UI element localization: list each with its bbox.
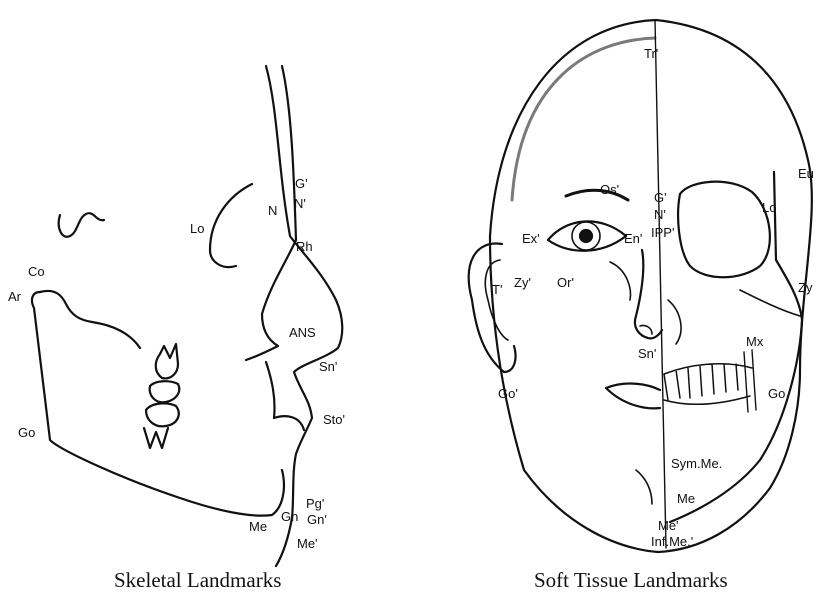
profile-outer — [266, 66, 342, 566]
skull-zygoma — [740, 290, 800, 316]
label-en-prime: En' — [624, 231, 642, 246]
label-go-face: Go — [768, 386, 785, 401]
label-ipp-prime: IPP' — [651, 225, 674, 240]
label-gn-prime: Gn' — [307, 512, 327, 527]
label-pg-prime: Pg' — [306, 496, 324, 511]
label-mx: Mx — [746, 334, 764, 349]
label-lo: Lo — [190, 221, 204, 236]
right-ear-inner — [485, 260, 508, 340]
label-n-prime: N' — [294, 196, 306, 211]
label-ar: Ar — [8, 289, 22, 304]
caption-soft-tissue: Soft Tissue Landmarks — [534, 568, 728, 593]
soft-tissue-labels: Tr' Os' G' N' Ex' En' IPP' Lo Eu T' Zy' … — [492, 46, 814, 549]
orbit-curve — [210, 184, 252, 267]
midline — [655, 20, 666, 548]
label-sym-me: Sym.Me. — [671, 456, 722, 471]
label-zy-prime: Zy' — [514, 275, 531, 290]
label-t-prime: T' — [492, 282, 502, 297]
label-or-prime: Or' — [557, 275, 574, 290]
label-n: N — [268, 203, 277, 218]
label-ans: ANS — [289, 325, 316, 340]
chin-shade — [636, 470, 652, 504]
label-go-prime: Go' — [498, 386, 518, 401]
nose-bridge — [635, 250, 662, 338]
skull-jaw-ridge — [744, 350, 756, 412]
label-rh: Rh — [296, 239, 313, 254]
label-eu: Eu — [798, 166, 814, 181]
label-me: Me — [249, 519, 267, 534]
label-g-prime: G' — [295, 176, 308, 191]
label-tr-prime: Tr' — [644, 46, 658, 61]
label-sn-prime: Sn' — [319, 359, 337, 374]
label-go: Go — [18, 425, 35, 440]
label-inf-me: Inf.Me.' — [651, 534, 693, 549]
hairline-gray — [512, 38, 655, 200]
molar-teeth — [144, 344, 179, 448]
label-sto-prime: Sto' — [323, 412, 345, 427]
skull-nasal — [668, 300, 681, 344]
label-me-face: Me — [677, 491, 695, 506]
label-co: Co — [28, 264, 45, 279]
pupil — [580, 230, 592, 242]
caption-skeletal: Skeletal Landmarks — [114, 568, 281, 593]
skull-orbit — [678, 182, 770, 278]
upper-lip — [606, 384, 660, 390]
squiggle-mark — [59, 213, 104, 237]
label-lo-face: Lo — [762, 200, 776, 215]
skull-teeth — [664, 364, 752, 405]
profile-inner — [282, 66, 296, 240]
label-me-prime-face: Me' — [658, 518, 679, 533]
face-outline — [490, 20, 812, 552]
incisor-line — [266, 362, 304, 430]
label-sn-prime-face: Sn' — [638, 346, 656, 361]
label-os-prime: Os' — [600, 182, 619, 197]
under-eye-line — [610, 262, 630, 300]
label-ex-prime: Ex' — [522, 231, 540, 246]
label-zy: Zy — [798, 280, 813, 295]
nostril — [640, 325, 652, 334]
label-g-prime-face: G' — [654, 190, 667, 205]
label-me-prime: Me' — [297, 536, 318, 551]
ramus-outline — [40, 291, 140, 348]
premaxilla-line — [246, 240, 296, 360]
skeletal-labels: Co Ar Go Lo N G' N' Rh ANS Sn' Sto' Pg' … — [8, 176, 345, 551]
lower-lip — [606, 388, 660, 408]
label-n-prime-face: N' — [654, 207, 666, 222]
label-gn: Gn — [281, 509, 298, 524]
